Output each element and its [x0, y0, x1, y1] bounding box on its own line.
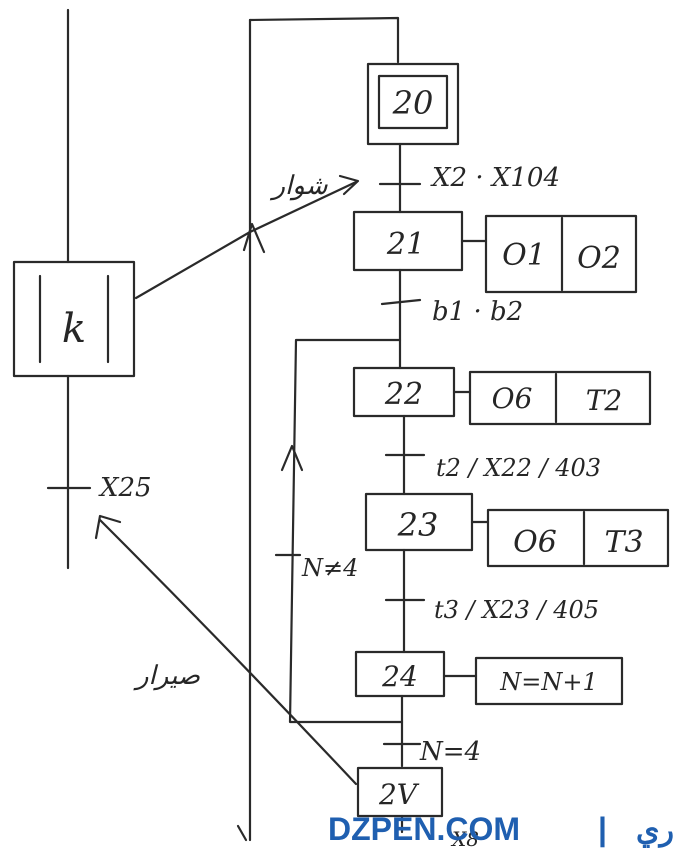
step-23: 23 O6 T3	[364, 492, 670, 568]
step-20-label: 20	[392, 84, 434, 122]
loop-transition-label: N≠4	[301, 554, 358, 582]
note-bottom: صيرار	[133, 661, 201, 691]
step-23-label: 23	[397, 506, 439, 544]
step-21-label: 21	[386, 227, 425, 262]
watermark-separator: |	[598, 811, 607, 847]
loop-return-line	[288, 338, 404, 724]
main-grafcet: k X25	[12, 8, 152, 570]
step-20: 20	[366, 62, 460, 146]
loop-arrow	[280, 444, 304, 472]
transition-22-23-label: t2 / X22 / 403	[436, 454, 601, 482]
action-23-box	[486, 508, 670, 568]
spine-arrow	[242, 222, 266, 254]
action-21-1: O1	[502, 238, 546, 273]
return-arrow	[94, 514, 122, 540]
step-25: 2V	[356, 766, 444, 834]
main-step-label: k	[62, 306, 86, 352]
transition-21-22	[380, 298, 422, 306]
watermark-arabic: ري	[636, 814, 674, 848]
main-transition-label: X25	[98, 473, 152, 503]
transition-24-25-label: N=4	[419, 737, 481, 767]
transition-20-21-label: X2 · X104	[430, 163, 560, 193]
action-22-2: T2	[586, 384, 623, 417]
activation-arrow	[338, 174, 360, 196]
action-22-box	[468, 370, 652, 426]
action-23-2: T3	[604, 525, 643, 560]
step-21: 21 O1 O2	[352, 210, 638, 294]
spine-lines	[236, 16, 400, 842]
transition-21-22-label: b1 · b2	[432, 297, 523, 327]
action-24: N=N+1	[499, 668, 598, 696]
bottom-transition-label: X8	[450, 827, 479, 851]
step-24: 24 N=N+1	[354, 650, 624, 706]
action-23-1: O6	[513, 525, 557, 560]
step-22: 22 O6 T2	[352, 366, 652, 426]
action-21-box	[484, 214, 638, 294]
step-24-label: 24	[381, 660, 418, 693]
step-22-label: 22	[384, 377, 423, 412]
action-21-2: O2	[577, 241, 621, 276]
step-25-label: 2V	[378, 778, 420, 811]
action-22-1: O6	[492, 382, 533, 415]
watermark: DZPEN.COM | ري	[328, 811, 674, 848]
transition-23-24-label: t3 / X23 / 405	[434, 596, 599, 624]
watermark-site: DZPEN.COM	[328, 811, 520, 847]
action-24-box	[474, 656, 624, 706]
return-link	[98, 518, 358, 786]
note-top: شوار	[270, 171, 329, 201]
